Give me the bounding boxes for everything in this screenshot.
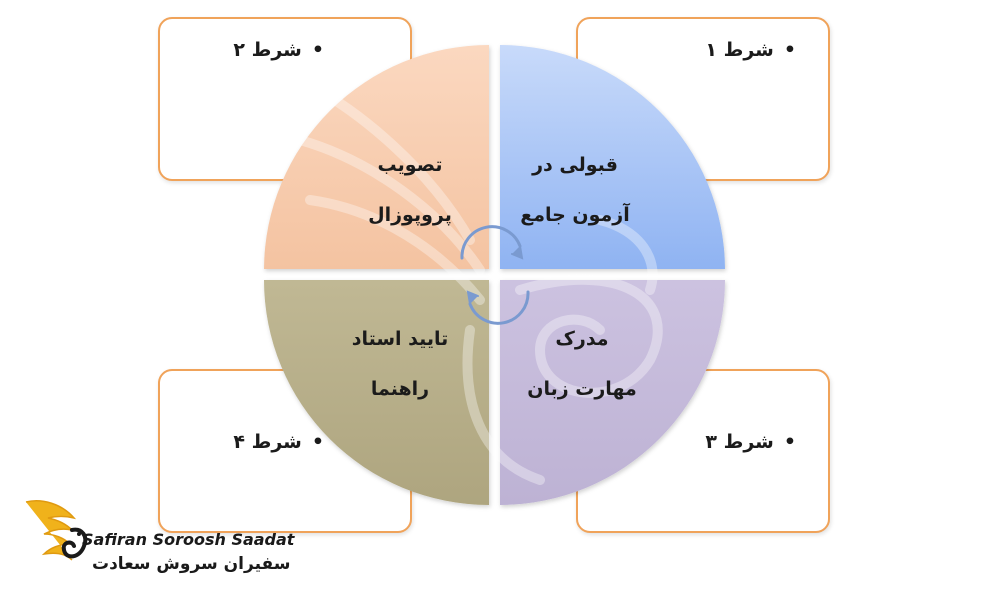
- condition-label-4: شرط ۴: [233, 431, 324, 453]
- quadrant-label-top-left: تصویب پروپوزال: [310, 140, 510, 240]
- quadrant-label-line: تایید استاد: [351, 328, 449, 350]
- quadrant-label-line: راهنما: [370, 378, 430, 400]
- quadrant-label-line: مدرک: [555, 328, 609, 350]
- condition-label-2: شرط ۲: [233, 39, 324, 61]
- quadrant-top-left: [264, 45, 489, 269]
- quadrant-bottom-right: [500, 280, 725, 505]
- cycle-arrows-icon: [460, 225, 530, 325]
- condition-label-1: شرط ۱: [705, 39, 796, 61]
- quadrant-label-line: قبولی در: [532, 154, 618, 176]
- quadrant-label-bottom-left: تایید استاد راهنما: [300, 314, 500, 414]
- quadrant-bottom-left: [264, 280, 489, 505]
- condition-label-3: شرط ۳: [705, 431, 796, 453]
- quadrant-label-line: پروپوزال: [368, 204, 452, 226]
- brand-name-persian: سفیران سروش سعادت: [92, 554, 291, 574]
- wing-logo-icon: [25, 500, 88, 561]
- quadrant-label-line: مهارت زبان: [527, 378, 637, 400]
- quadrant-label-top-right: قبولی در آزمون جامع: [475, 140, 675, 240]
- quadrant-label-bottom-right: مدرک مهارت زبان: [482, 314, 682, 414]
- quadrant-label-line: آزمون جامع: [520, 204, 630, 226]
- quadrant-top-right: [500, 45, 725, 269]
- quadrant-label-line: تصویب: [377, 154, 443, 176]
- brand-name-english: Safiran Soroosh Saadat: [82, 530, 295, 549]
- brand-logo: Safiran Soroosh Saadat سفیران سروش سعادت: [22, 494, 295, 584]
